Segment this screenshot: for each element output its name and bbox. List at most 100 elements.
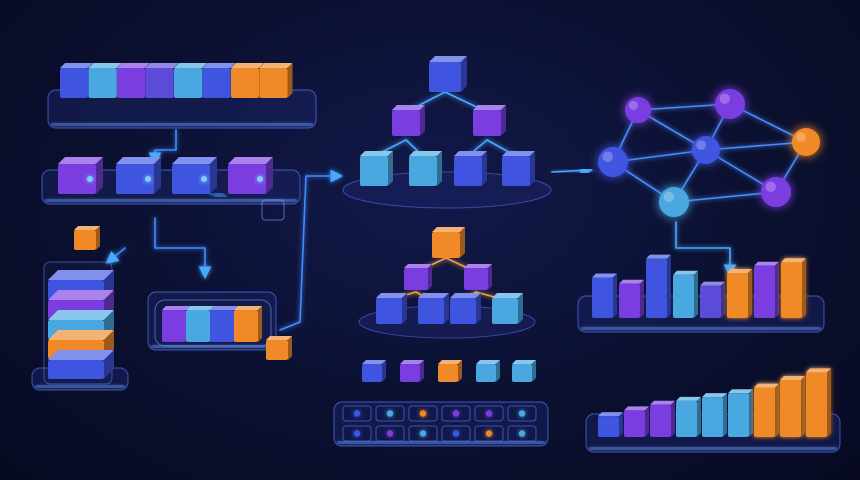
graph-node-highlight [765,181,776,192]
bars-unsorted-bar-top [619,279,644,284]
queue-item-side [258,306,262,342]
linked-list-node-side [96,157,103,194]
array-cell [174,63,207,98]
graph-node-highlight [719,93,730,104]
linked-list-pointer-dot [145,176,151,182]
bars-unsorted-bar [727,269,752,318]
queue-item-front [186,310,210,342]
linked-list-tray-edge [45,199,297,202]
queue-item-front [234,310,258,342]
bars-sorted-bar-top [702,393,727,398]
bars-sorted-bar-side [827,368,831,437]
tree-top-leaf-front [409,156,437,186]
tree-bottom-leaf-front [418,298,444,324]
linked-list-node-side [266,157,273,194]
linked-list-pointer-dot [87,176,93,182]
hash-key-top [438,360,462,364]
tree-bottom-node-front [464,268,488,290]
hash-slot-dot [518,410,526,417]
bars-unsorted-bar-front [700,285,721,318]
graph-edge [705,141,807,151]
linked-list-node-side [154,157,161,194]
bars-sorted-bar-front [650,404,671,437]
hash-key [400,360,424,382]
tree-bottom-node-front [404,268,428,290]
tree-top-node-front [473,110,501,136]
graph-node-highlight [796,132,806,143]
array-cell [145,63,179,98]
stack-layer [48,350,114,379]
bars-sorted-bar-top [624,406,649,411]
queue-exiting-item-front [266,340,288,360]
linked-list-node-front [116,164,154,194]
bars-sorted-bar-front [806,372,827,437]
hash-key-top [476,360,500,364]
queue-item [234,306,262,342]
bars-unsorted-bar [646,254,671,318]
tree-bottom-node [404,264,432,290]
array-cell [231,63,264,98]
stack-layer-side [104,350,114,379]
bars-sorted-bar-side [645,406,649,437]
graph-node-sphere [761,177,791,207]
bars-unsorted-bar-top [754,261,779,266]
tree-bottom-root-front [432,232,460,258]
linked-list-node [172,157,217,194]
bars-unsorted-bar [592,273,617,318]
linked-list-node-front [58,164,96,194]
tree-top-leaf [409,151,442,186]
tree-bottom-node [464,264,492,290]
bars-sorted-bar [754,383,779,437]
tree-bottom-root [432,227,465,258]
bars-unsorted-bar-front [646,258,667,318]
tree-top-root-side [461,56,467,92]
bars-sorted-bar-top [754,383,779,388]
list-to-stack-connector [105,247,126,265]
bars-unsorted-bar-side [613,273,617,318]
bars-unsorted-bar-side [667,254,671,318]
tree-bottom-leaf-top [492,293,523,298]
hash-key-side [532,360,536,382]
bars-sorted-bar-front [624,410,645,437]
hash-slot-dot [485,410,493,417]
tree-top-platform [342,171,552,209]
linked-list-node-top [116,157,161,164]
hash-key [362,360,386,382]
bars-sorted-bar-top [650,400,675,405]
tree-to-graph-connector [551,164,594,177]
bars-sorted-bar [676,396,701,437]
tree-bottom-leaf-top [376,293,407,298]
array-cell-front [117,68,145,98]
array-cell-top [231,63,264,68]
bars-unsorted-bar-side [721,281,725,318]
graph-node-highlight [696,140,706,151]
graph-node-sphere [715,89,745,119]
bars-unsorted-bar-top [592,273,617,278]
tree-top-root-top [429,56,467,62]
array-to-list-connector [148,129,177,166]
array-cell-top [60,63,93,68]
queue-exiting-item-top [266,336,292,340]
tree-top-leaf-side [388,151,393,186]
array-tray [47,89,317,129]
bars-unsorted-bar-top [673,270,698,275]
bars-unsorted-bar [619,279,644,318]
hash-slot-dot [353,430,361,437]
tree-top-leaf [360,151,393,186]
tree-bottom-leaf-side [402,293,407,324]
hash-key [476,360,500,382]
tree-top-root-front [429,62,461,92]
stack-layer-top [48,330,114,340]
bars-sorted-bar-front [780,380,801,437]
array-cell-front [259,68,288,98]
bars-sorted-bar-front [598,416,619,437]
hash-slot-dot [419,430,427,437]
array-cell [117,63,150,98]
graph-node-highlight [663,191,674,202]
stack-layer-top [48,290,114,300]
array-cell-top [259,63,293,68]
bars-unsorted-bar-top [727,269,752,273]
hash-key-front [512,364,532,382]
tree-bottom-node-top [464,264,492,268]
tree-top-leaf-side [437,151,442,186]
